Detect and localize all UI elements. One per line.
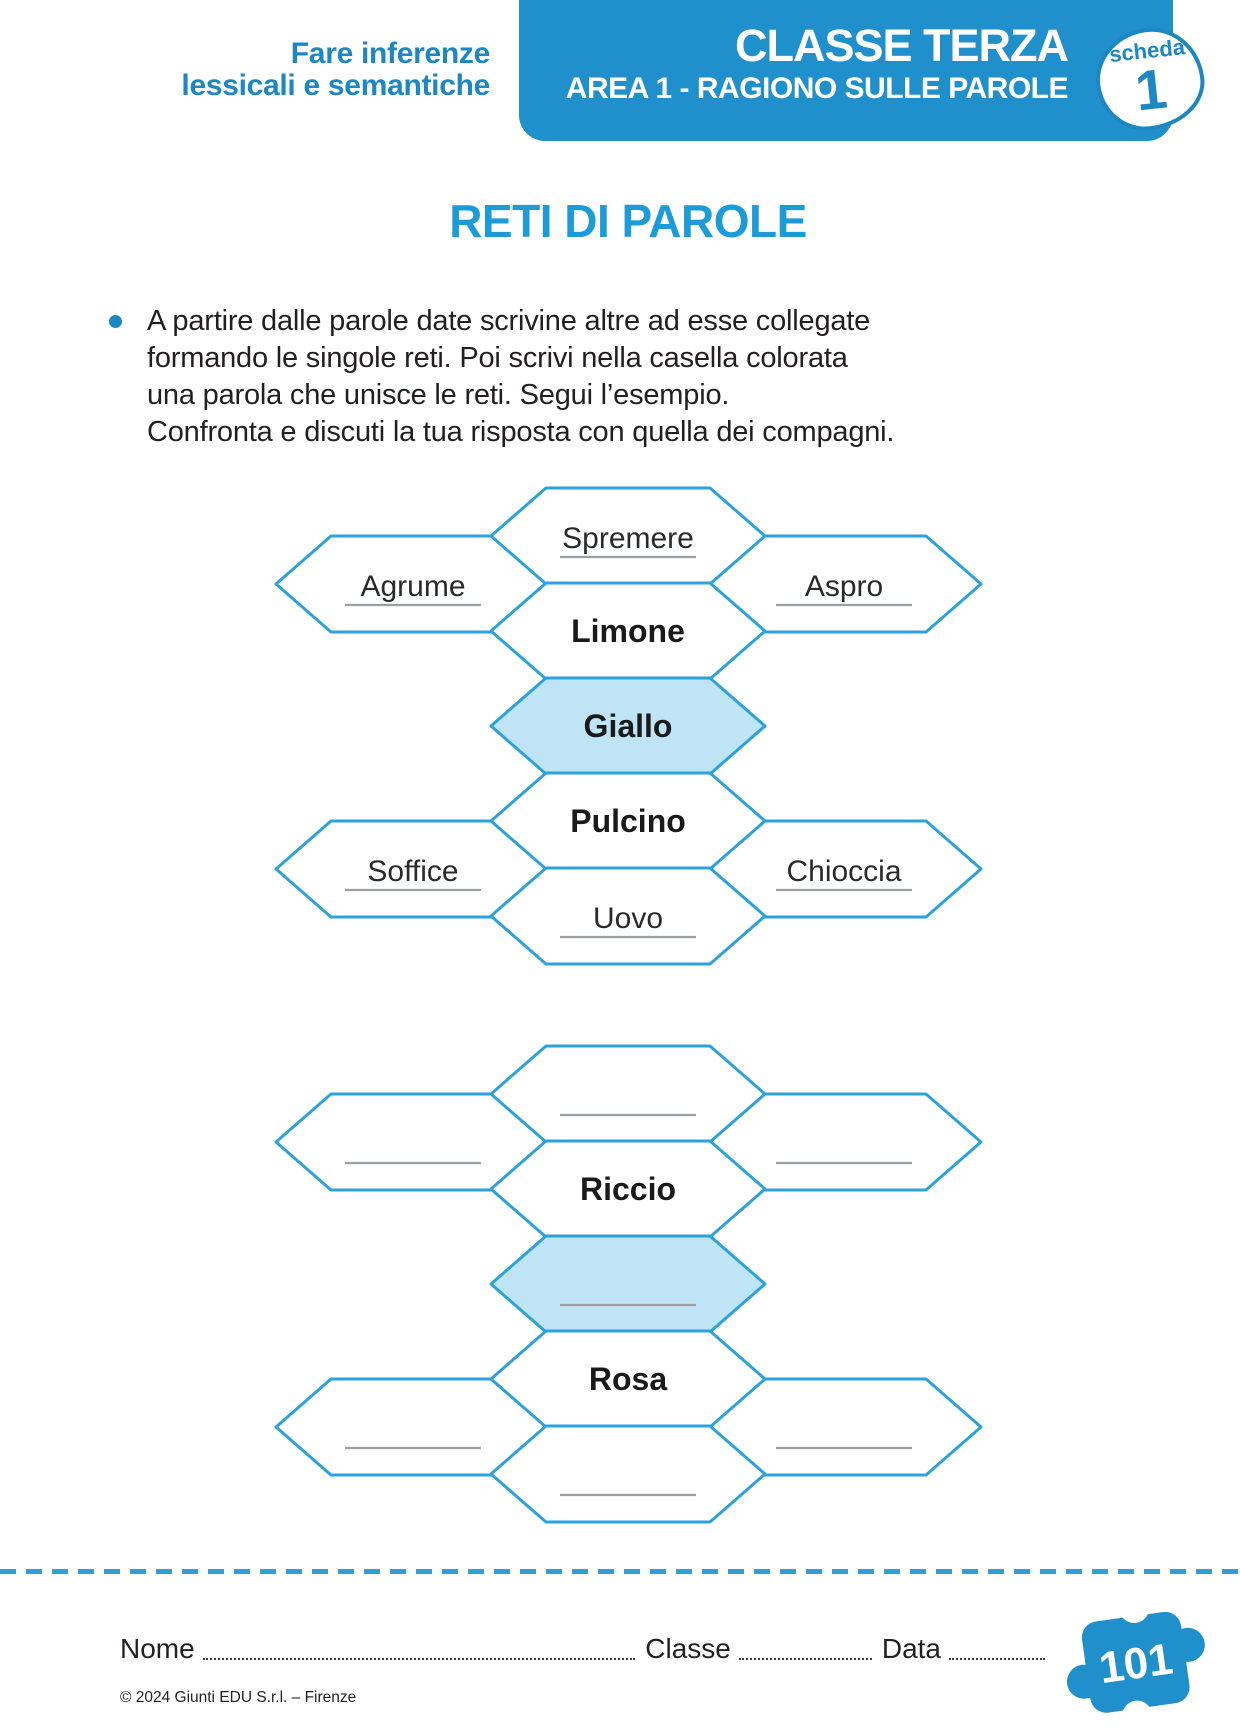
bullet-dot-icon: [109, 315, 122, 328]
hexagon-word-pulcino: Pulcino: [570, 803, 686, 839]
category-label: Fare inferenze lessicali e semantiche: [181, 38, 490, 102]
category-label-line1: Fare inferenze: [290, 37, 491, 70]
hexagon-shape: [489, 1234, 767, 1334]
copyright: © 2024 Giunti EDU S.r.l. – Firenze: [120, 1689, 357, 1706]
classe-write-line: [738, 1636, 872, 1660]
hexagon-uovo: Uovo: [489, 866, 767, 966]
instruction-line: una parola che unisce le reti. Segui l’e…: [147, 379, 730, 411]
class-title: CLASSE TERZA: [734, 20, 1069, 71]
page-number: 101: [1096, 1634, 1176, 1693]
instruction-line: A partire dalle parole date scrivine alt…: [147, 305, 871, 337]
hexagon-limone: Limone: [489, 581, 767, 681]
hexagon-word-aspro: Aspro: [805, 570, 883, 603]
data-write-line: [949, 1636, 1045, 1660]
hexagon-shape: [489, 1424, 767, 1524]
page-title: RETI DI PAROLE: [449, 195, 807, 247]
dashed-separator: [0, 1569, 1240, 1574]
footer-fields: Nome Classe Data: [120, 1634, 1045, 1664]
hexagon-soffice: Soffice: [274, 819, 552, 919]
hexagon-word-soffice: Soffice: [367, 855, 458, 888]
instruction-line: formando le singole reti. Poi scrivi nel…: [147, 342, 848, 374]
scheda-number: 1: [1132, 56, 1170, 123]
hexagon-word-agrume: Agrume: [360, 570, 465, 603]
hexagon-word-chioccia: Chioccia: [786, 855, 901, 888]
hexagon-word-uovo: Uovo: [593, 902, 663, 935]
hexagon-giallo: Giallo: [489, 676, 767, 776]
puzzle-page-number: 101: [1066, 1594, 1205, 1731]
instructions: A partire dalle parole date scrivine alt…: [147, 303, 894, 451]
header-band: CLASSE TERZA AREA 1 - RAGIONO SULLE PARO…: [519, 0, 1173, 141]
puzzle-piece-icon: 101: [1066, 1594, 1205, 1731]
hexagon-word-spremere: Spremere: [562, 522, 694, 555]
hexagon-riccio: Riccio: [489, 1139, 767, 1239]
hexagon-net2-top: [489, 1044, 767, 1144]
instruction-line: Confronta e discuti la tua risposta con …: [147, 416, 895, 448]
category-label-line2: lessicali e semantiche: [181, 69, 490, 102]
data-label: Data: [881, 1633, 941, 1664]
hexagon-shape: [489, 866, 767, 966]
hexagon-word-rosa: Rosa: [589, 1361, 667, 1397]
hexagon-word-giallo: Giallo: [584, 708, 673, 744]
area-title: AREA 1 - RAGIONO SULLE PAROLE: [565, 72, 1069, 105]
hexagon-shape: [489, 1044, 767, 1144]
nome-label: Nome: [120, 1633, 195, 1664]
hexagon-rosa: Rosa: [489, 1329, 767, 1429]
hexagon-word-limone: Limone: [571, 613, 685, 649]
hexagon-net2-bottom: [489, 1424, 767, 1524]
hexagon-word-riccio: Riccio: [580, 1171, 676, 1207]
hexagon-pulcino: Pulcino: [489, 771, 767, 871]
hexagon-spremere: Spremere: [489, 486, 767, 586]
nome-write-line: [202, 1636, 636, 1660]
hexagon-net2-unione: [489, 1234, 767, 1334]
classe-label: Classe: [645, 1633, 731, 1664]
